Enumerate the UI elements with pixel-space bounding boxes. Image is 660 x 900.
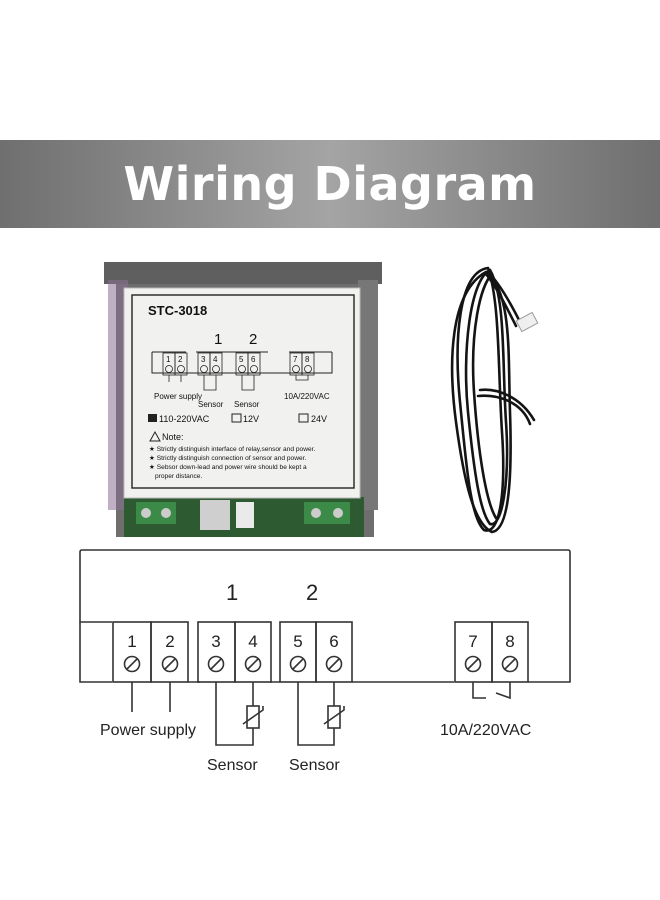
label-voltage-24: 24V xyxy=(311,414,327,424)
note-line-4: proper distance. xyxy=(155,473,202,480)
label-terminal-2: 2 xyxy=(178,355,183,364)
diagram-terminal-5: 5 xyxy=(293,632,302,651)
controller-device: STC-3018 1 2 1 2 3 4 5 6 7 8 Power suppl… xyxy=(104,262,382,537)
diagram-sensor-2-label: Sensor xyxy=(289,757,340,774)
thermistor-icon-2 xyxy=(327,705,341,729)
label-group-2: 2 xyxy=(249,331,257,348)
diagram-sensor-1-label: Sensor xyxy=(207,757,258,774)
label-terminal-6: 6 xyxy=(251,355,256,364)
svg-text:★ Strictly distinguish connect: ★ Strictly distinguish connection of sen… xyxy=(149,454,306,462)
terminal-block-7 xyxy=(454,621,493,683)
label-terminal-3: 3 xyxy=(201,355,206,364)
terminal-block-2 xyxy=(150,621,189,683)
note-title: Note: xyxy=(162,432,184,442)
label-sensor-2: Sensor xyxy=(234,400,260,409)
note-line-3: Sebsor down-lead and power wire should b… xyxy=(157,464,307,471)
relay-switch-icon xyxy=(472,682,511,700)
label-terminal-5: 5 xyxy=(239,355,244,364)
diagram-terminal-3: 3 xyxy=(211,632,220,651)
wiring-schematic: 1 2 1 2 3 4 5 6 7 8 Power supply Sensor … xyxy=(79,549,571,774)
terminal-block-1 xyxy=(112,621,152,683)
diagram-terminal-4: 4 xyxy=(248,632,257,651)
option-checkbox-checked xyxy=(148,414,157,422)
device-bezel xyxy=(104,262,382,284)
terminal-block-3 xyxy=(197,621,236,683)
pcb-terminal-blocks xyxy=(136,500,350,530)
svg-text:★ Sebsor down-lead and power w: ★ Sebsor down-lead and power wire should… xyxy=(149,463,307,471)
terminal-block-8 xyxy=(491,621,529,683)
label-terminal-1: 1 xyxy=(166,355,171,364)
label-voltage-12: 12V xyxy=(243,414,259,424)
sensor-cable xyxy=(450,266,539,534)
diagram-power-supply-label: Power supply xyxy=(100,722,196,739)
screw-icons xyxy=(123,655,519,673)
label-sensor-1: Sensor xyxy=(198,400,224,409)
terminal-block-6 xyxy=(315,621,353,683)
option-checkbox-empty xyxy=(298,413,309,423)
label-terminal-7: 7 xyxy=(293,355,298,364)
label-relay-rating: 10A/220VAC xyxy=(284,392,330,401)
diagram-group-2: 2 xyxy=(306,580,318,605)
diagram-relay-rating-label: 10A/220VAC xyxy=(440,722,531,739)
label-terminal-numbers: 1 2 3 4 5 6 7 8 xyxy=(166,355,310,364)
label-terminal-4: 4 xyxy=(213,355,218,364)
option-checkbox-empty xyxy=(231,413,242,423)
diagram-terminal-1: 1 xyxy=(127,632,136,651)
note-line-1: Strictly distinguish interface of relay,… xyxy=(157,446,316,453)
diagram-terminal-2: 2 xyxy=(165,632,174,651)
banner-title: Wiring Diagram xyxy=(123,157,537,211)
terminal-block-4 xyxy=(234,621,272,683)
thermistor-icon-1 xyxy=(246,705,260,729)
diagram-group-1: 1 xyxy=(226,580,238,605)
label-voltage-110-220: 110-220VAC xyxy=(159,414,210,424)
label-terminal-8: 8 xyxy=(305,355,310,364)
note-line-2: Strictly distinguish connection of senso… xyxy=(157,455,307,462)
label-group-1: 1 xyxy=(214,331,222,348)
title-banner: Wiring Diagram xyxy=(0,140,660,228)
svg-text:★ Strictly distinguish interfa: ★ Strictly distinguish interface of rela… xyxy=(149,445,315,453)
warning-icon xyxy=(149,430,161,442)
label-model: STC-3018 xyxy=(148,303,207,318)
terminal-block-5 xyxy=(279,621,317,683)
diagram-terminal-6: 6 xyxy=(329,632,338,651)
diagram-terminal-7: 7 xyxy=(468,632,477,651)
diagram-terminal-8: 8 xyxy=(505,632,514,651)
connector-plug xyxy=(515,311,539,333)
label-power-supply: Power supply xyxy=(154,392,202,401)
